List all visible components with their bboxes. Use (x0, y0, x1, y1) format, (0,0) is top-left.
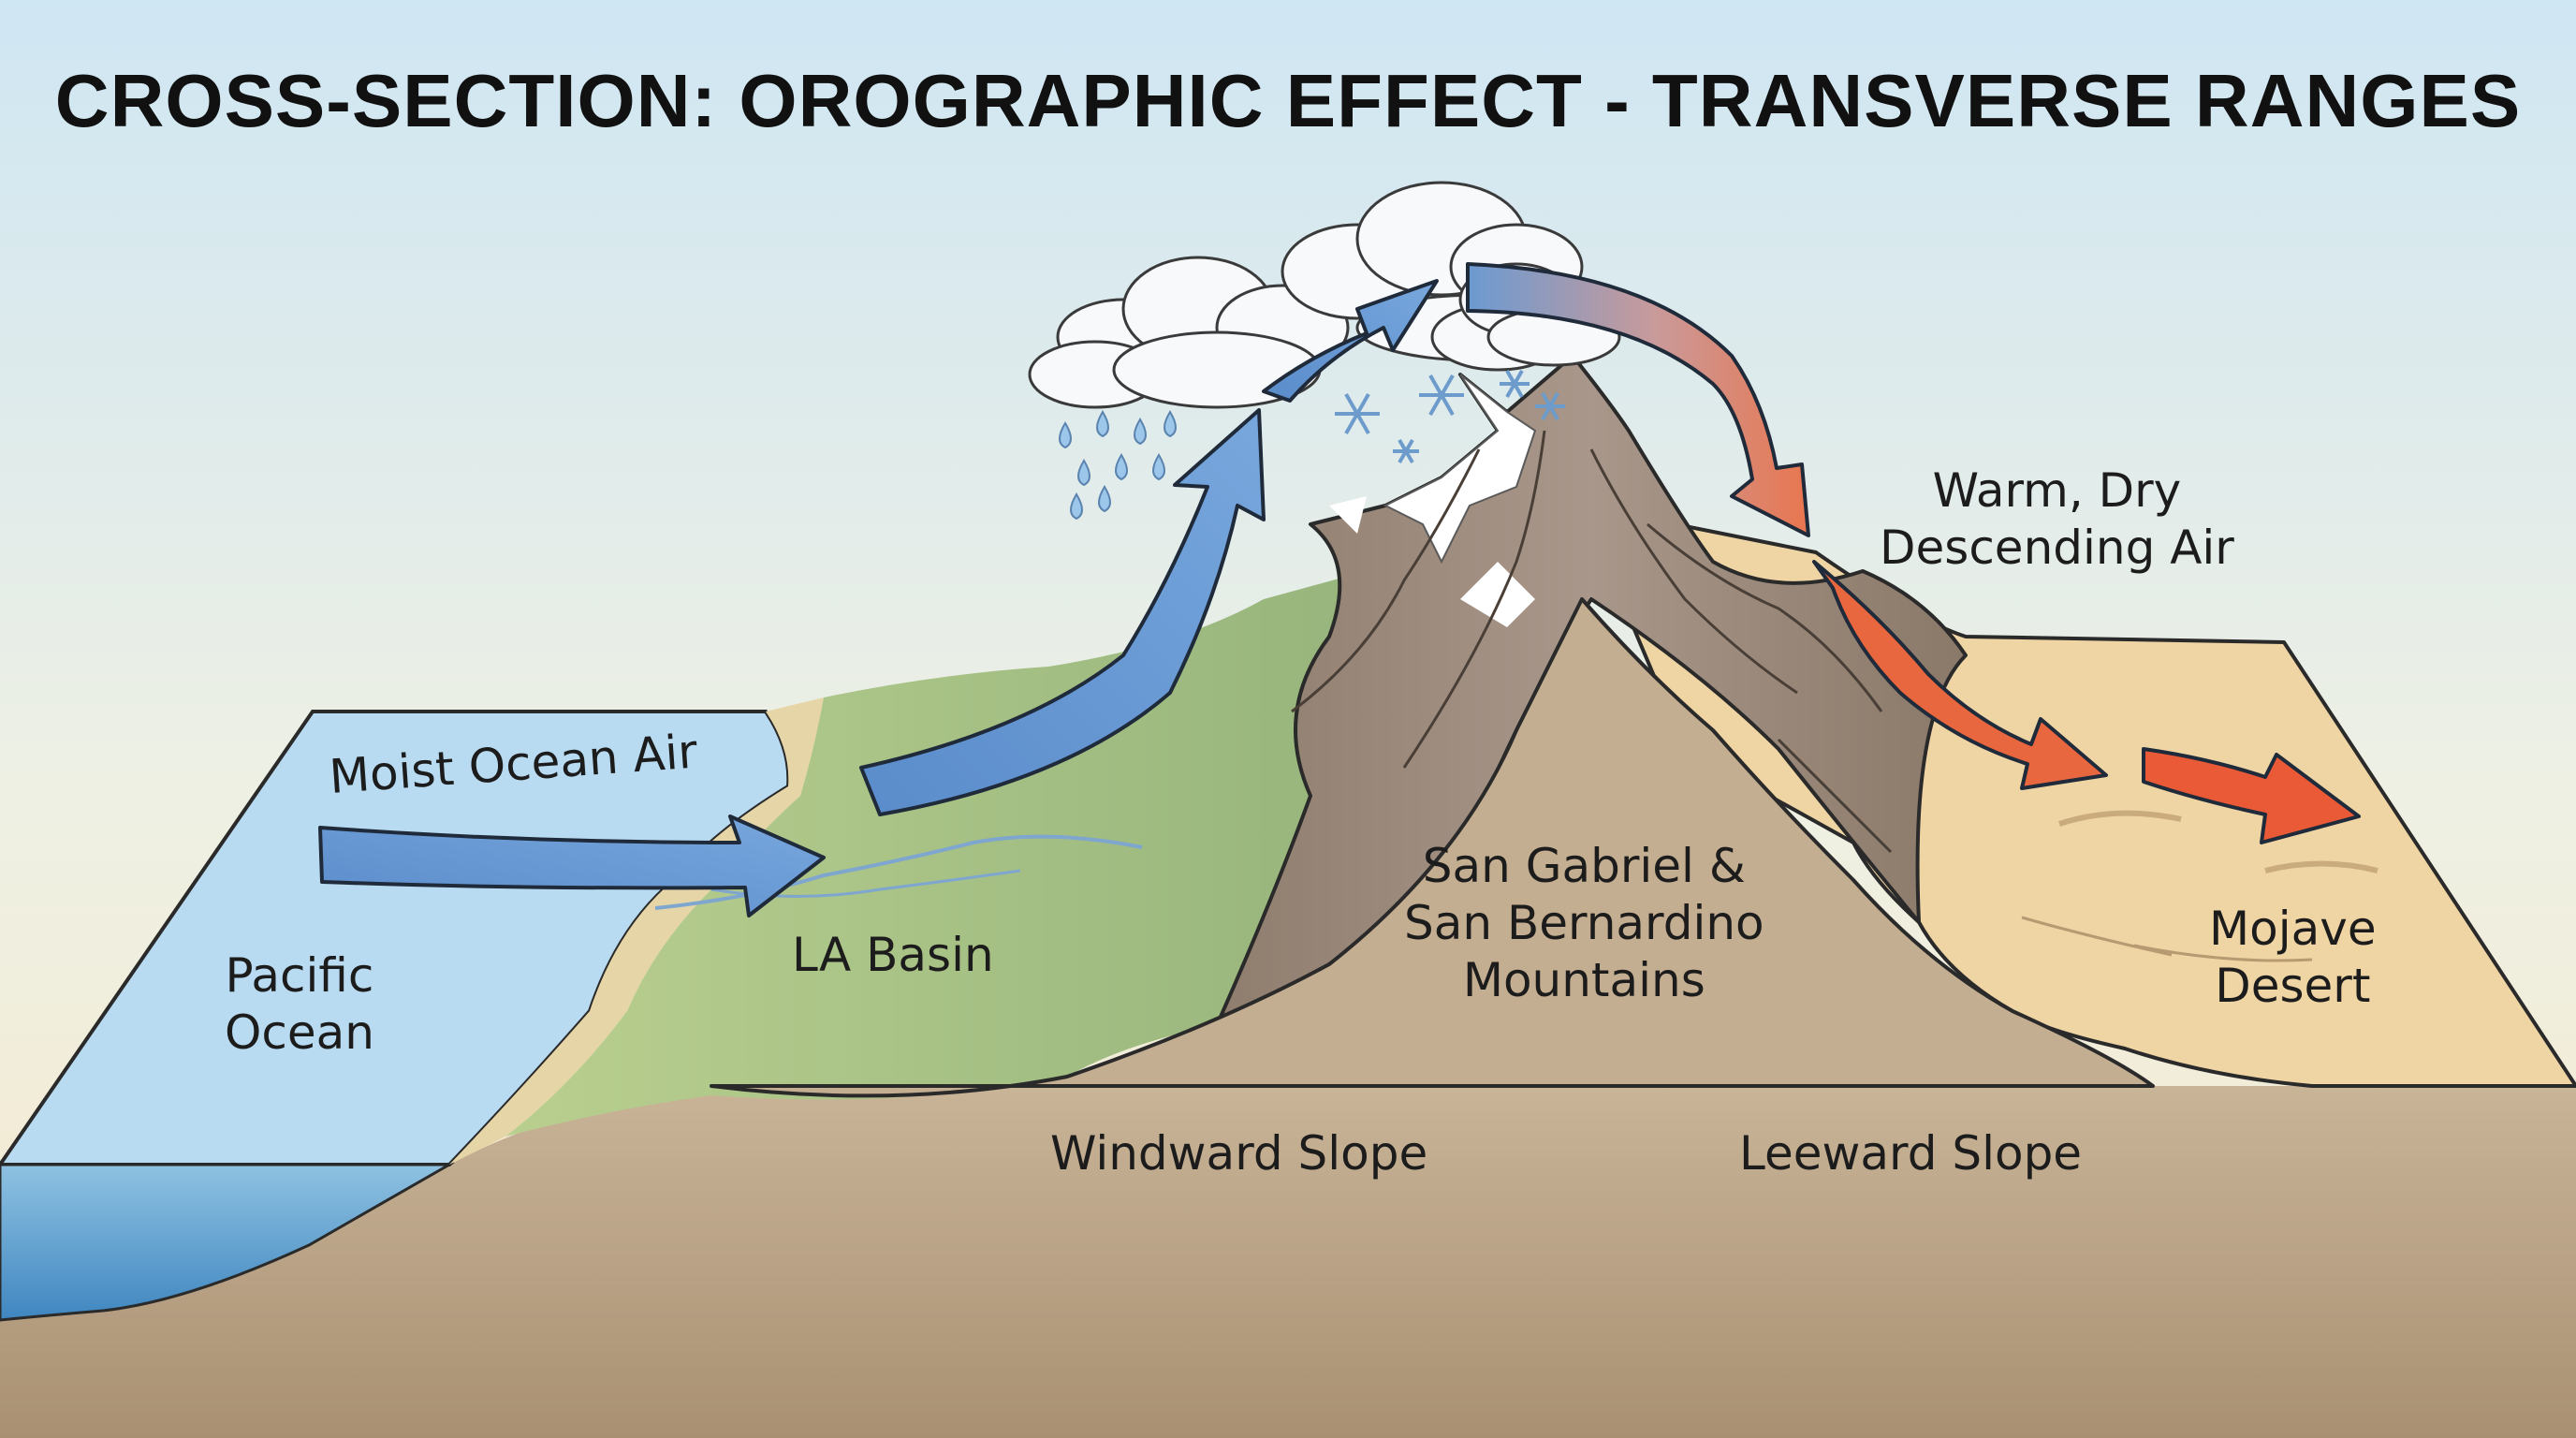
warm-air-arrow-icon (2142, 747, 2361, 844)
la-basin-land (505, 571, 1451, 1137)
rising-air-arrow-icon (859, 408, 1266, 816)
descending-air-arrow-icon (1812, 560, 2108, 790)
dune (2264, 860, 2378, 873)
rock-ridge (1589, 448, 1798, 695)
rock-ridge (1291, 448, 1481, 713)
rock-ridge (1777, 738, 1893, 854)
dune (2133, 944, 2313, 962)
moist-air-arrow-icon (318, 814, 826, 917)
crest-air-arrow-icon (1466, 262, 1810, 537)
label-leeward-slope: Leeward Slope (1739, 1126, 2083, 1181)
label-la-basin: LA Basin (792, 928, 994, 982)
rock-ridge (1647, 522, 1883, 712)
label-mountains: San Gabriel & San Bernardino Mountains (1404, 839, 1764, 1007)
snow-cap (1383, 374, 1537, 565)
earth-cross-section (0, 1086, 2576, 1438)
ocean-depth-face (0, 1163, 455, 1322)
label-warm-dry-air: Warm, Dry Descending Air (1880, 463, 2234, 575)
mountain-cross-section (710, 597, 2155, 1098)
label-mojave-desert: Mojave Desert (2209, 902, 2377, 1013)
label-windward-slope: Windward Slope (1050, 1126, 1428, 1181)
label-pacific-ocean: Pacific Ocean (225, 948, 374, 1060)
raindrop-icon (1059, 410, 1177, 521)
peak-air-arrow-icon (1262, 279, 1439, 403)
river (654, 834, 1143, 910)
snowflake-icon (1335, 370, 1565, 464)
rock-ridge (1402, 430, 1546, 769)
snow-cap (1460, 562, 1535, 627)
dune (2021, 916, 2173, 957)
dune (2058, 810, 2182, 827)
diagram-title: CROSS-SECTION: OROGRAPHIC EFFECT - TRANS… (54, 59, 2522, 142)
snow-cap (1329, 496, 1367, 534)
beach (449, 697, 824, 1165)
